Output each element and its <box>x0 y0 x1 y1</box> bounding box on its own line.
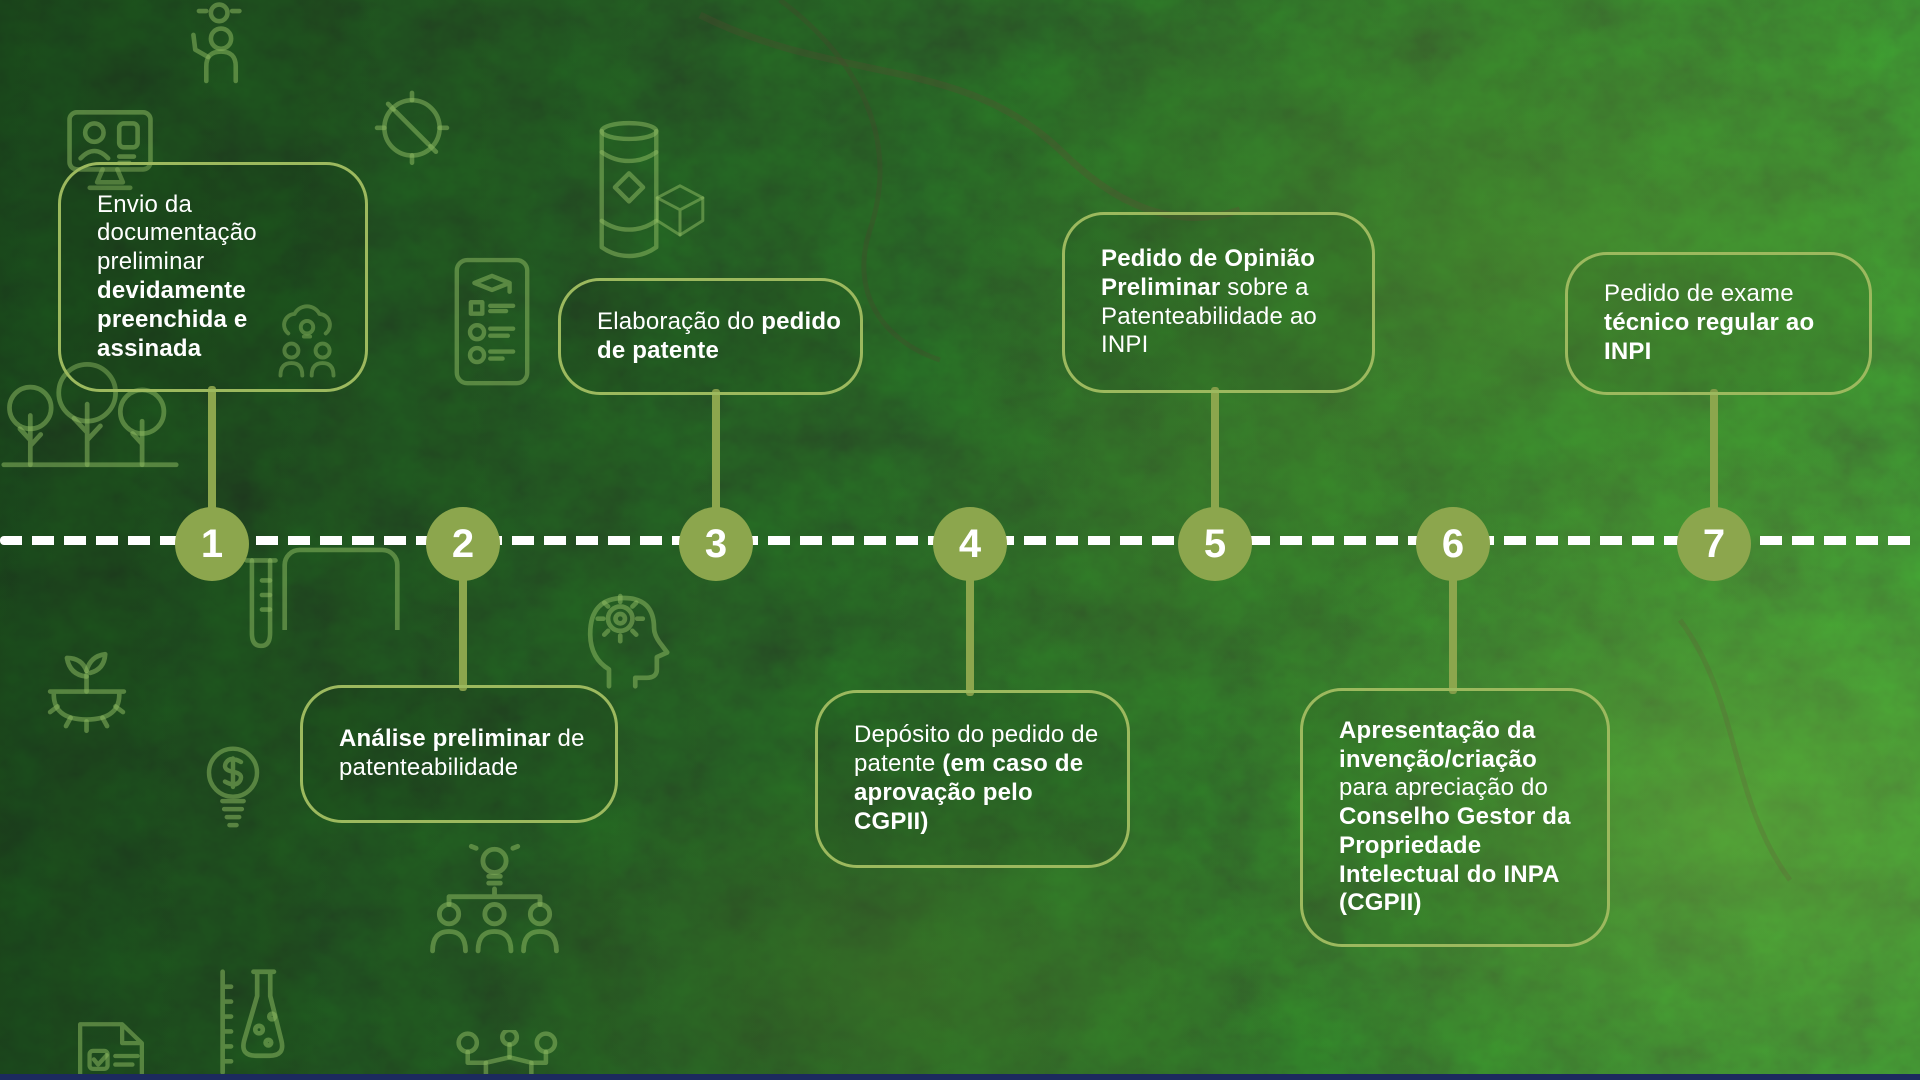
elearning-tablet-icon <box>448 255 536 390</box>
team-idea-icon <box>268 298 346 386</box>
storage-barrel-icon <box>585 115 673 265</box>
cube-icon <box>650 180 710 242</box>
video-call-monitor-icon <box>60 105 160 197</box>
flask-ruler-icon <box>210 968 295 1080</box>
trees-icon <box>0 348 180 483</box>
test-tube-icon <box>237 555 285 655</box>
document-check-icon <box>66 1020 156 1080</box>
raised-hand-person-icon <box>168 0 263 92</box>
browser-window-icon <box>280 545 402 630</box>
compass-icon <box>366 80 458 172</box>
head-gear-icon <box>576 568 672 690</box>
gear-sprout-icon <box>33 643 141 741</box>
timeline-dashed-line <box>0 536 1920 545</box>
dollar-lightbulb-icon <box>193 736 273 844</box>
molecule-icon <box>425 1030 575 1080</box>
bottom-edge-bar <box>0 1074 1920 1080</box>
org-chart-idea-icon <box>420 838 570 966</box>
